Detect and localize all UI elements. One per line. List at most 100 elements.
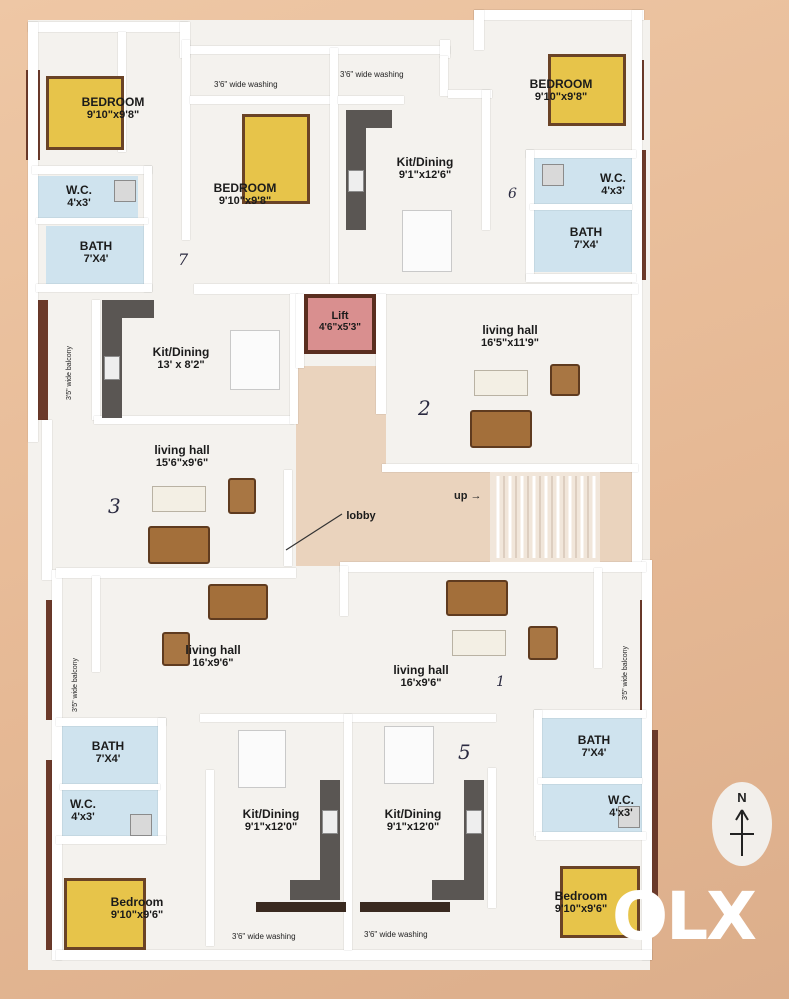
wall (28, 22, 188, 32)
coffee-table (452, 630, 506, 656)
room-name: W.C. (608, 793, 634, 807)
bed (242, 114, 310, 204)
wall (158, 718, 166, 840)
sofa (148, 526, 210, 564)
room-name: living hall (482, 323, 538, 337)
watermark-text: OLX (612, 878, 757, 955)
lobby-area (296, 366, 386, 566)
room-dim: 4'x3' (67, 197, 91, 210)
bath-bottom-right-area (540, 718, 644, 778)
wall (488, 768, 496, 908)
wall (56, 568, 296, 578)
room-label-bath: BATH 7'X4' (564, 733, 624, 760)
wall (190, 46, 450, 54)
wall (56, 950, 652, 960)
kitchen-counter (102, 300, 154, 318)
coffee-table (474, 370, 528, 396)
room-label-wc: W.C. 4'x3' (596, 793, 646, 819)
wall (482, 90, 490, 230)
room-dim: 9'10"x9'6" (554, 903, 608, 916)
dining-table (384, 726, 434, 784)
handwritten-number: 3 (108, 494, 121, 518)
room-name: Bedroom (554, 889, 608, 903)
room-name: W.C. (70, 797, 96, 811)
compass-letter: N (737, 790, 747, 805)
olx-watermark: OLX (612, 872, 772, 962)
room-dim: 7'X4' (95, 753, 121, 766)
room-label-bedroom: BEDROOM 9'10"x9'8" (200, 181, 290, 207)
wall (440, 56, 448, 96)
room-label-living-hall: living hall 16'x9'6" (168, 643, 258, 670)
room-dim: 9'1"x12'6" (398, 169, 452, 182)
wall (534, 710, 542, 836)
room-label-kitchen: Kit/Dining 9'1"x12'0" (226, 807, 316, 833)
dining-table (402, 210, 452, 272)
dining-table (238, 730, 286, 788)
room-dim: 7'X4' (581, 747, 607, 760)
room-label-wc: W.C. 4'x3' (588, 171, 638, 197)
handwritten-number: 5 (458, 740, 471, 764)
wall (526, 150, 636, 158)
room-label-bedroom: BEDROOM 9'10"x9'8" (68, 95, 158, 121)
wall (284, 470, 292, 566)
outer-wall-left (46, 760, 56, 950)
wall (448, 90, 492, 98)
kitchen-counter (346, 110, 392, 128)
wall (206, 770, 214, 946)
wall (526, 274, 636, 282)
room-name: living hall (393, 663, 449, 677)
wall (536, 832, 646, 840)
wall (56, 718, 166, 726)
handwritten-number: 1 (496, 674, 505, 690)
room-label-living-hall: living hall 16'5"x11'9" (460, 323, 560, 350)
wall (56, 836, 166, 844)
wall (182, 40, 190, 240)
sink (348, 170, 364, 192)
wall (376, 294, 386, 414)
armchair (528, 626, 558, 660)
armchair (162, 632, 190, 666)
room-name: living hall (185, 643, 241, 657)
wall (344, 714, 352, 950)
wall (330, 48, 338, 284)
wall (530, 204, 632, 210)
room-dim: 15'6"x9'6" (155, 457, 209, 470)
toilet (130, 814, 152, 836)
room-label-bath: BATH 7'X4' (556, 225, 616, 251)
wall (52, 570, 62, 960)
wall (60, 784, 160, 790)
sink (322, 810, 338, 834)
room-label-kitchen: Kit/Dining 9'1"x12'6" (380, 155, 470, 182)
wall (144, 166, 152, 292)
room-label-bedroom: BEDROOM 9'10"x9'8" (516, 77, 606, 103)
wall (194, 284, 638, 294)
wall (382, 464, 638, 472)
wall (42, 420, 52, 580)
wall (474, 10, 484, 50)
room-label-lift: Lift 4'6"x5'3" (308, 310, 372, 333)
room-label-kitchen: Kit/Dining 13' x 8'2" (136, 345, 226, 371)
wall (32, 166, 152, 174)
bed (560, 866, 640, 938)
room-dim: 9'10"x9'6" (110, 909, 164, 922)
wall (28, 22, 38, 442)
dining-table (230, 330, 280, 390)
room-name: BATH (577, 733, 611, 747)
room-label-wc: W.C. 4'x3' (58, 797, 108, 823)
wall (94, 416, 294, 424)
washing-note: 3'6" wide washing (214, 80, 278, 89)
room-dim: 16'x9'6" (192, 657, 234, 670)
room-label-bath: BATH 7'X4' (66, 239, 126, 265)
toilet (542, 164, 564, 186)
outer-wall-left (38, 300, 48, 420)
kitchen-counter (256, 902, 346, 912)
lift (304, 294, 376, 354)
bath-top-right-area (534, 210, 634, 272)
room-dim: 16'5"x11'9" (481, 337, 539, 350)
armchair (550, 364, 580, 396)
handwritten-number: 2 (418, 396, 431, 420)
wall (92, 576, 100, 672)
room-name: Kit/Dining (152, 345, 210, 359)
room-label-bedroom: Bedroom 9'10"x9'6" (536, 889, 626, 916)
sofa (446, 580, 508, 616)
